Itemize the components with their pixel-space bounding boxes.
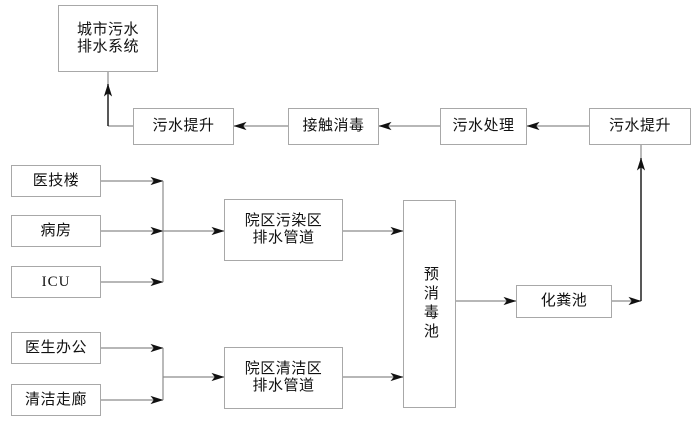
node-lift-right-label: 污水提升 bbox=[608, 118, 671, 135]
node-clean-corridor-label: 清洁走廊 bbox=[24, 391, 87, 408]
node-clean-zone-pipe[interactable]: 院区清洁区 排水管道 bbox=[224, 347, 343, 409]
node-contaminated-zone-pipe[interactable]: 院区污染区 排水管道 bbox=[224, 199, 343, 261]
node-doctor-office-label: 医生办公 bbox=[24, 339, 87, 356]
node-medical-tech-building[interactable]: 医技楼 bbox=[11, 165, 101, 197]
node-contaminated-zone-pipe-label: 院区污染区 排水管道 bbox=[244, 213, 323, 246]
node-pre-disinfection-tank-label: 预消毒池 bbox=[421, 266, 438, 342]
node-lift-left-label: 污水提升 bbox=[152, 118, 215, 135]
node-contact-disinfect-label: 接触消毒 bbox=[302, 118, 365, 135]
node-sewage-treatment-label: 污水处理 bbox=[452, 118, 515, 135]
node-medical-tech-building-label: 医技楼 bbox=[32, 172, 80, 189]
node-sewage-treatment[interactable]: 污水处理 bbox=[440, 108, 527, 145]
node-pre-disinfection-tank[interactable]: 预消毒池 bbox=[403, 200, 456, 408]
node-icu-label: ICU bbox=[41, 273, 71, 290]
node-septic-tank-label: 化粪池 bbox=[540, 293, 588, 310]
node-ward-label: 病房 bbox=[40, 222, 72, 239]
node-lift-left[interactable]: 污水提升 bbox=[133, 108, 234, 145]
node-city-sewer-label: 城市污水 排水系统 bbox=[76, 21, 139, 55]
node-icu[interactable]: ICU bbox=[11, 266, 101, 298]
node-septic-tank[interactable]: 化粪池 bbox=[516, 285, 612, 318]
node-clean-corridor[interactable]: 清洁走廊 bbox=[11, 384, 101, 416]
node-doctor-office[interactable]: 医生办公 bbox=[11, 332, 101, 364]
node-contact-disinfect[interactable]: 接触消毒 bbox=[288, 108, 379, 145]
node-clean-zone-pipe-label: 院区清洁区 排水管道 bbox=[244, 361, 323, 394]
node-city-sewer[interactable]: 城市污水 排水系统 bbox=[58, 5, 158, 72]
node-lift-right[interactable]: 污水提升 bbox=[589, 108, 691, 145]
node-ward[interactable]: 病房 bbox=[11, 215, 101, 247]
